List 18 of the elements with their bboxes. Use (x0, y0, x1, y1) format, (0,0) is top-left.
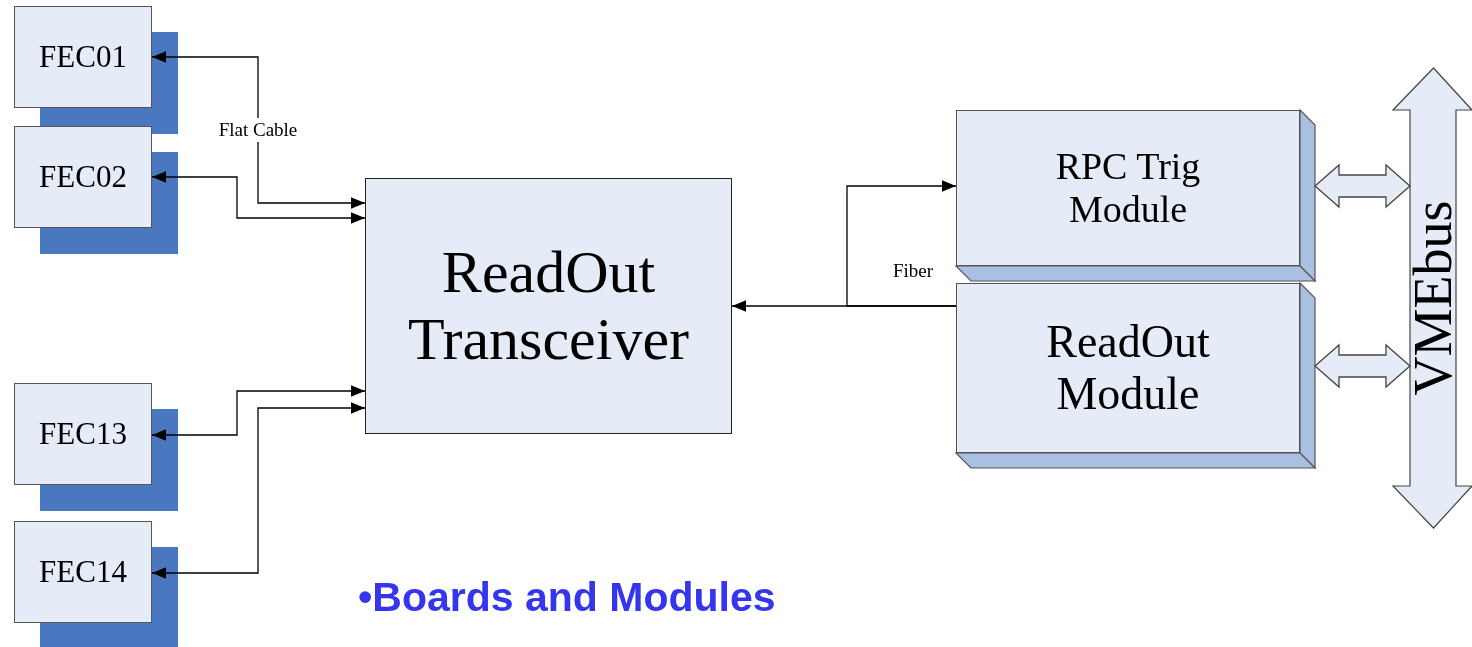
bus-double-arrow (1393, 68, 1472, 528)
node-label: FEC01 (39, 39, 127, 75)
node-label: FEC14 (39, 554, 127, 590)
arrow (151, 171, 366, 224)
node-label: FEC13 (39, 416, 127, 452)
node-label: RPC Trig Module (1054, 145, 1202, 231)
node-label: ReadOut Transceiver (406, 238, 690, 374)
arrow (151, 51, 366, 209)
block-double-arrow (1314, 163, 1411, 209)
arrow (151, 385, 366, 441)
heading: •Boards and Modules (358, 574, 776, 621)
arrow (151, 402, 366, 579)
arrow (846, 180, 957, 307)
node-label: FEC02 (39, 159, 127, 195)
block-double-arrow (1314, 343, 1411, 389)
node-label: ReadOut Module (1045, 316, 1211, 420)
node-label: VMEbus (1405, 200, 1460, 396)
edge-label: Flat Cable (216, 118, 300, 142)
